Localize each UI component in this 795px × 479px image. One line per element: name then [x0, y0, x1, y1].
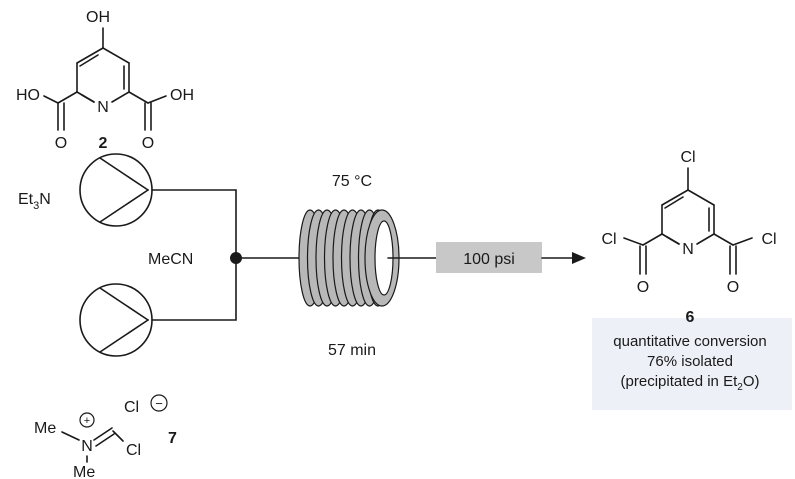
- back-pressure-regulator: [436, 242, 542, 273]
- product-o-right-label: O: [727, 279, 739, 296]
- reactor-temperature: 75 °C: [332, 173, 372, 190]
- o-right-label: O: [142, 135, 154, 152]
- iminium-n-label: N: [81, 438, 93, 455]
- oh-right-label: OH: [170, 87, 194, 104]
- n-atom-label: N: [97, 99, 109, 116]
- minus-charge: −: [155, 396, 163, 411]
- base-label: Et3N: [18, 191, 51, 212]
- oh-top-label: OH: [86, 9, 110, 26]
- pump-1: [79, 153, 153, 227]
- pump-2: [79, 283, 153, 357]
- coil-reactor: [298, 209, 400, 307]
- cl-left-label: Cl: [601, 231, 616, 248]
- me-top-label: Me: [34, 420, 56, 437]
- back-pressure-label: 100 psi: [463, 251, 515, 268]
- cl-top-label: Cl: [680, 149, 695, 166]
- t-mixer: [230, 252, 242, 264]
- compound-6-number: 6: [686, 309, 695, 326]
- o-left-label: O: [55, 135, 67, 152]
- compound-7-structure: Cl − + Me N Cl Me 7: [34, 394, 177, 479]
- result-isolated-yield: 76% isolated: [647, 353, 733, 370]
- vilsmeier-cl-label: Cl: [126, 442, 141, 459]
- cl-right-label: Cl: [761, 231, 776, 248]
- chloride-anion-label: Cl: [124, 399, 139, 416]
- product-n-atom-label: N: [682, 241, 694, 258]
- me-bottom-label: Me: [73, 464, 95, 479]
- result-conversion: quantitative conversion: [613, 333, 766, 350]
- solvent-label: MeCN: [148, 251, 193, 268]
- result-workup: (precipitated in Et2O): [621, 373, 760, 393]
- compound-2-structure: OH N HO O OH O 2: [16, 9, 194, 152]
- reaction-arrow-head: [572, 252, 586, 264]
- product-result-panel: [592, 318, 792, 410]
- ho-left-label: HO: [16, 87, 40, 104]
- reactor-residence-time: 57 min: [328, 342, 376, 359]
- compound-7-number: 7: [168, 430, 177, 447]
- compound-6-structure: Cl N Cl O Cl O: [601, 149, 776, 296]
- plus-charge: +: [84, 415, 90, 427]
- product-o-left-label: O: [637, 279, 649, 296]
- compound-2-number: 2: [99, 135, 108, 152]
